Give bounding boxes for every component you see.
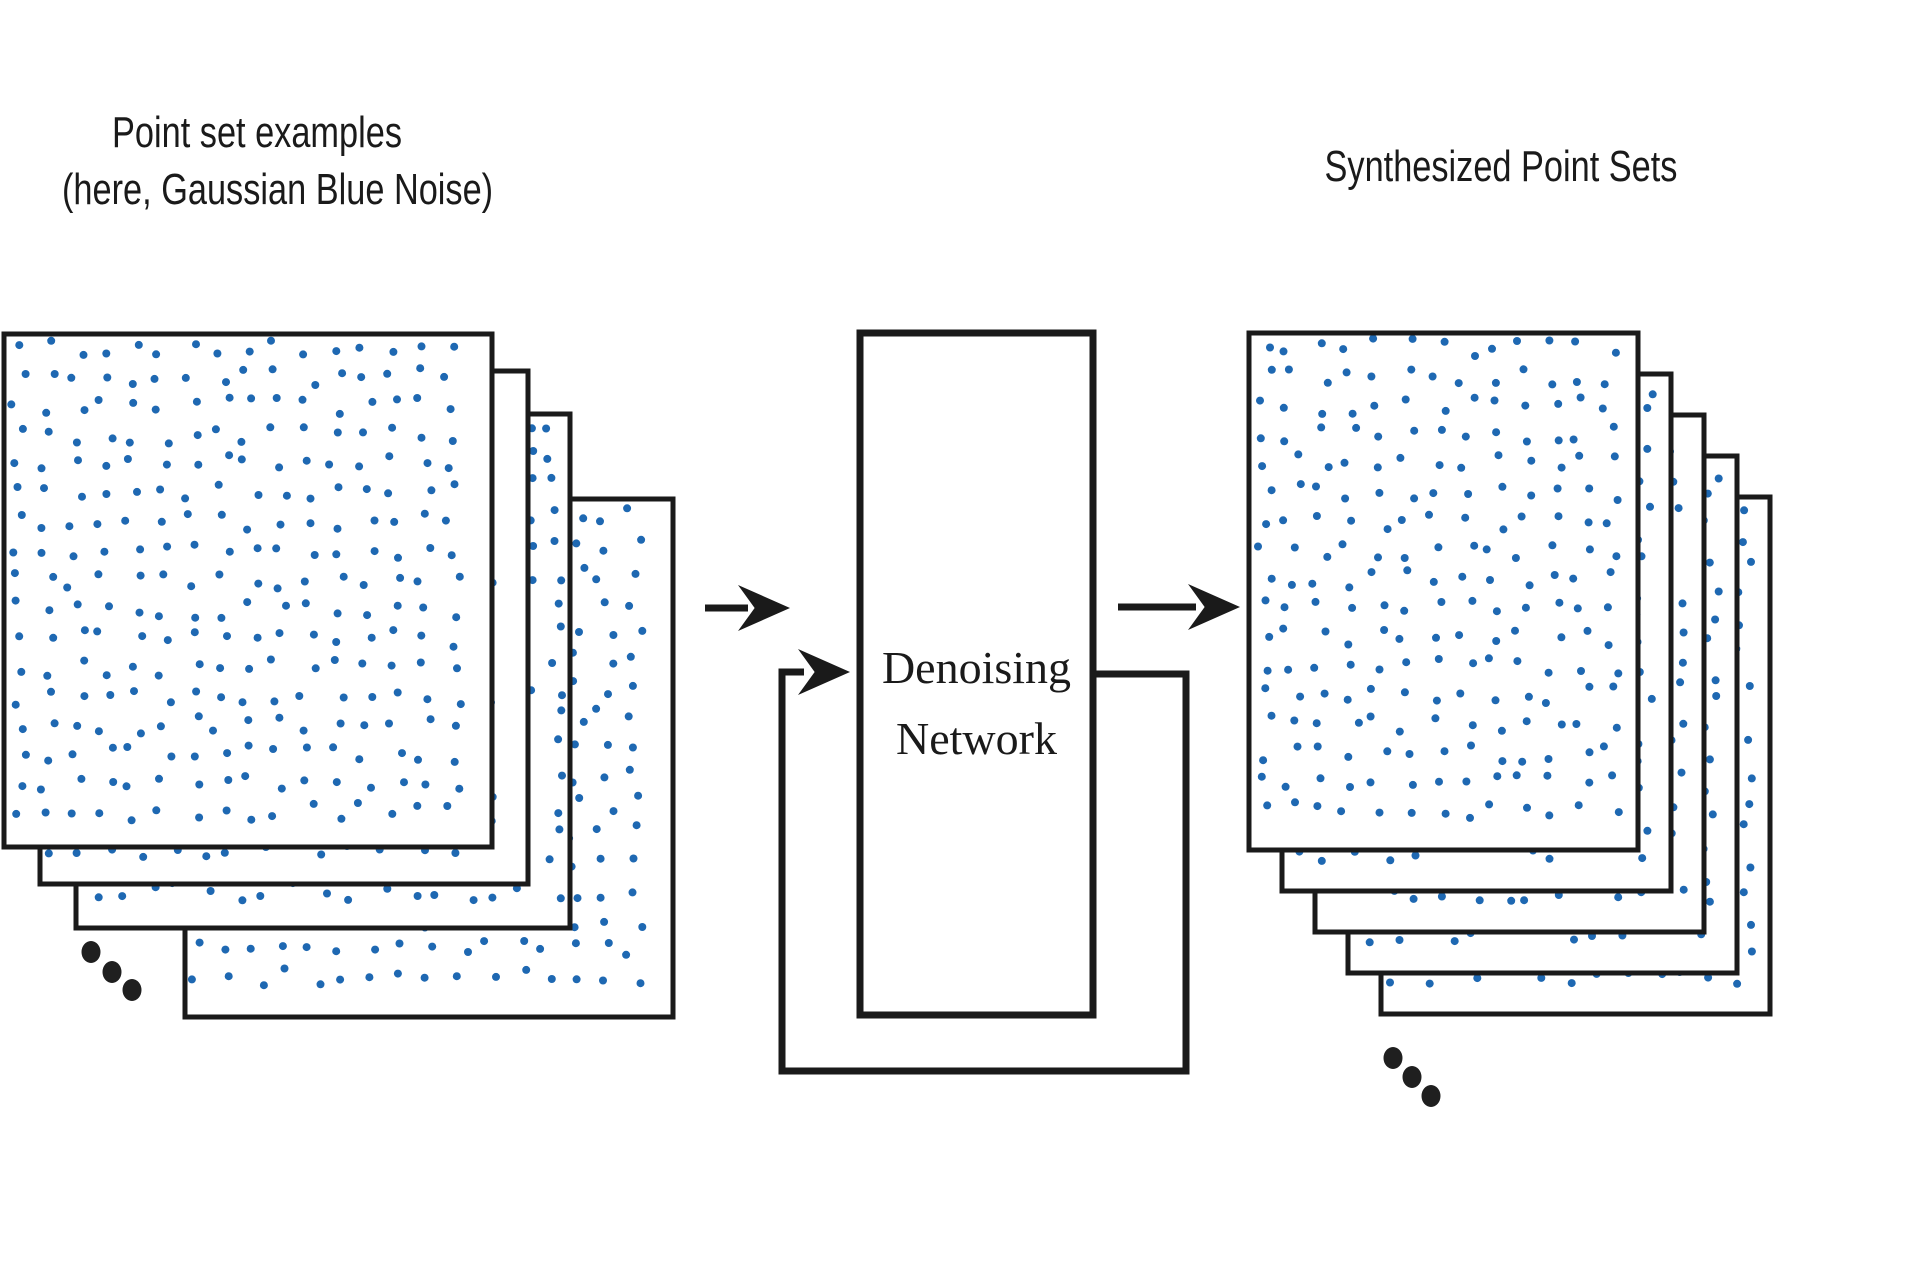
- right-title: Synthesized Point Sets: [1306, 138, 1696, 195]
- stack-ellipsis-right: [1383, 1047, 1441, 1107]
- denoising-network-label: Denoising Network: [860, 632, 1093, 774]
- output-arrow-head: [1188, 584, 1240, 630]
- input-arrow-head: [738, 585, 790, 631]
- denoising-network-label-line1: Denoising: [881, 642, 1072, 693]
- feedback-arrowhead: [798, 649, 850, 695]
- denoising-network-label-line2: Network: [896, 713, 1057, 764]
- point-set-dots: [1254, 334, 1623, 822]
- point-set-dots: [7, 336, 465, 825]
- stack-ellipsis-left: [81, 941, 142, 1001]
- right-title-text: Synthesized Point Sets: [1324, 142, 1678, 191]
- point-set-square: [1246, 330, 1641, 853]
- left-title-line1: Point set examples: [112, 108, 402, 157]
- left-title: Point set examples (here, Gaussian Blue …: [62, 104, 494, 218]
- feedback-loop: [778, 668, 1190, 1075]
- left-title-line2: (here, Gaussian Blue Noise): [62, 165, 494, 214]
- point-set-square: [1, 331, 495, 850]
- denoising-network-box: [856, 329, 1097, 1019]
